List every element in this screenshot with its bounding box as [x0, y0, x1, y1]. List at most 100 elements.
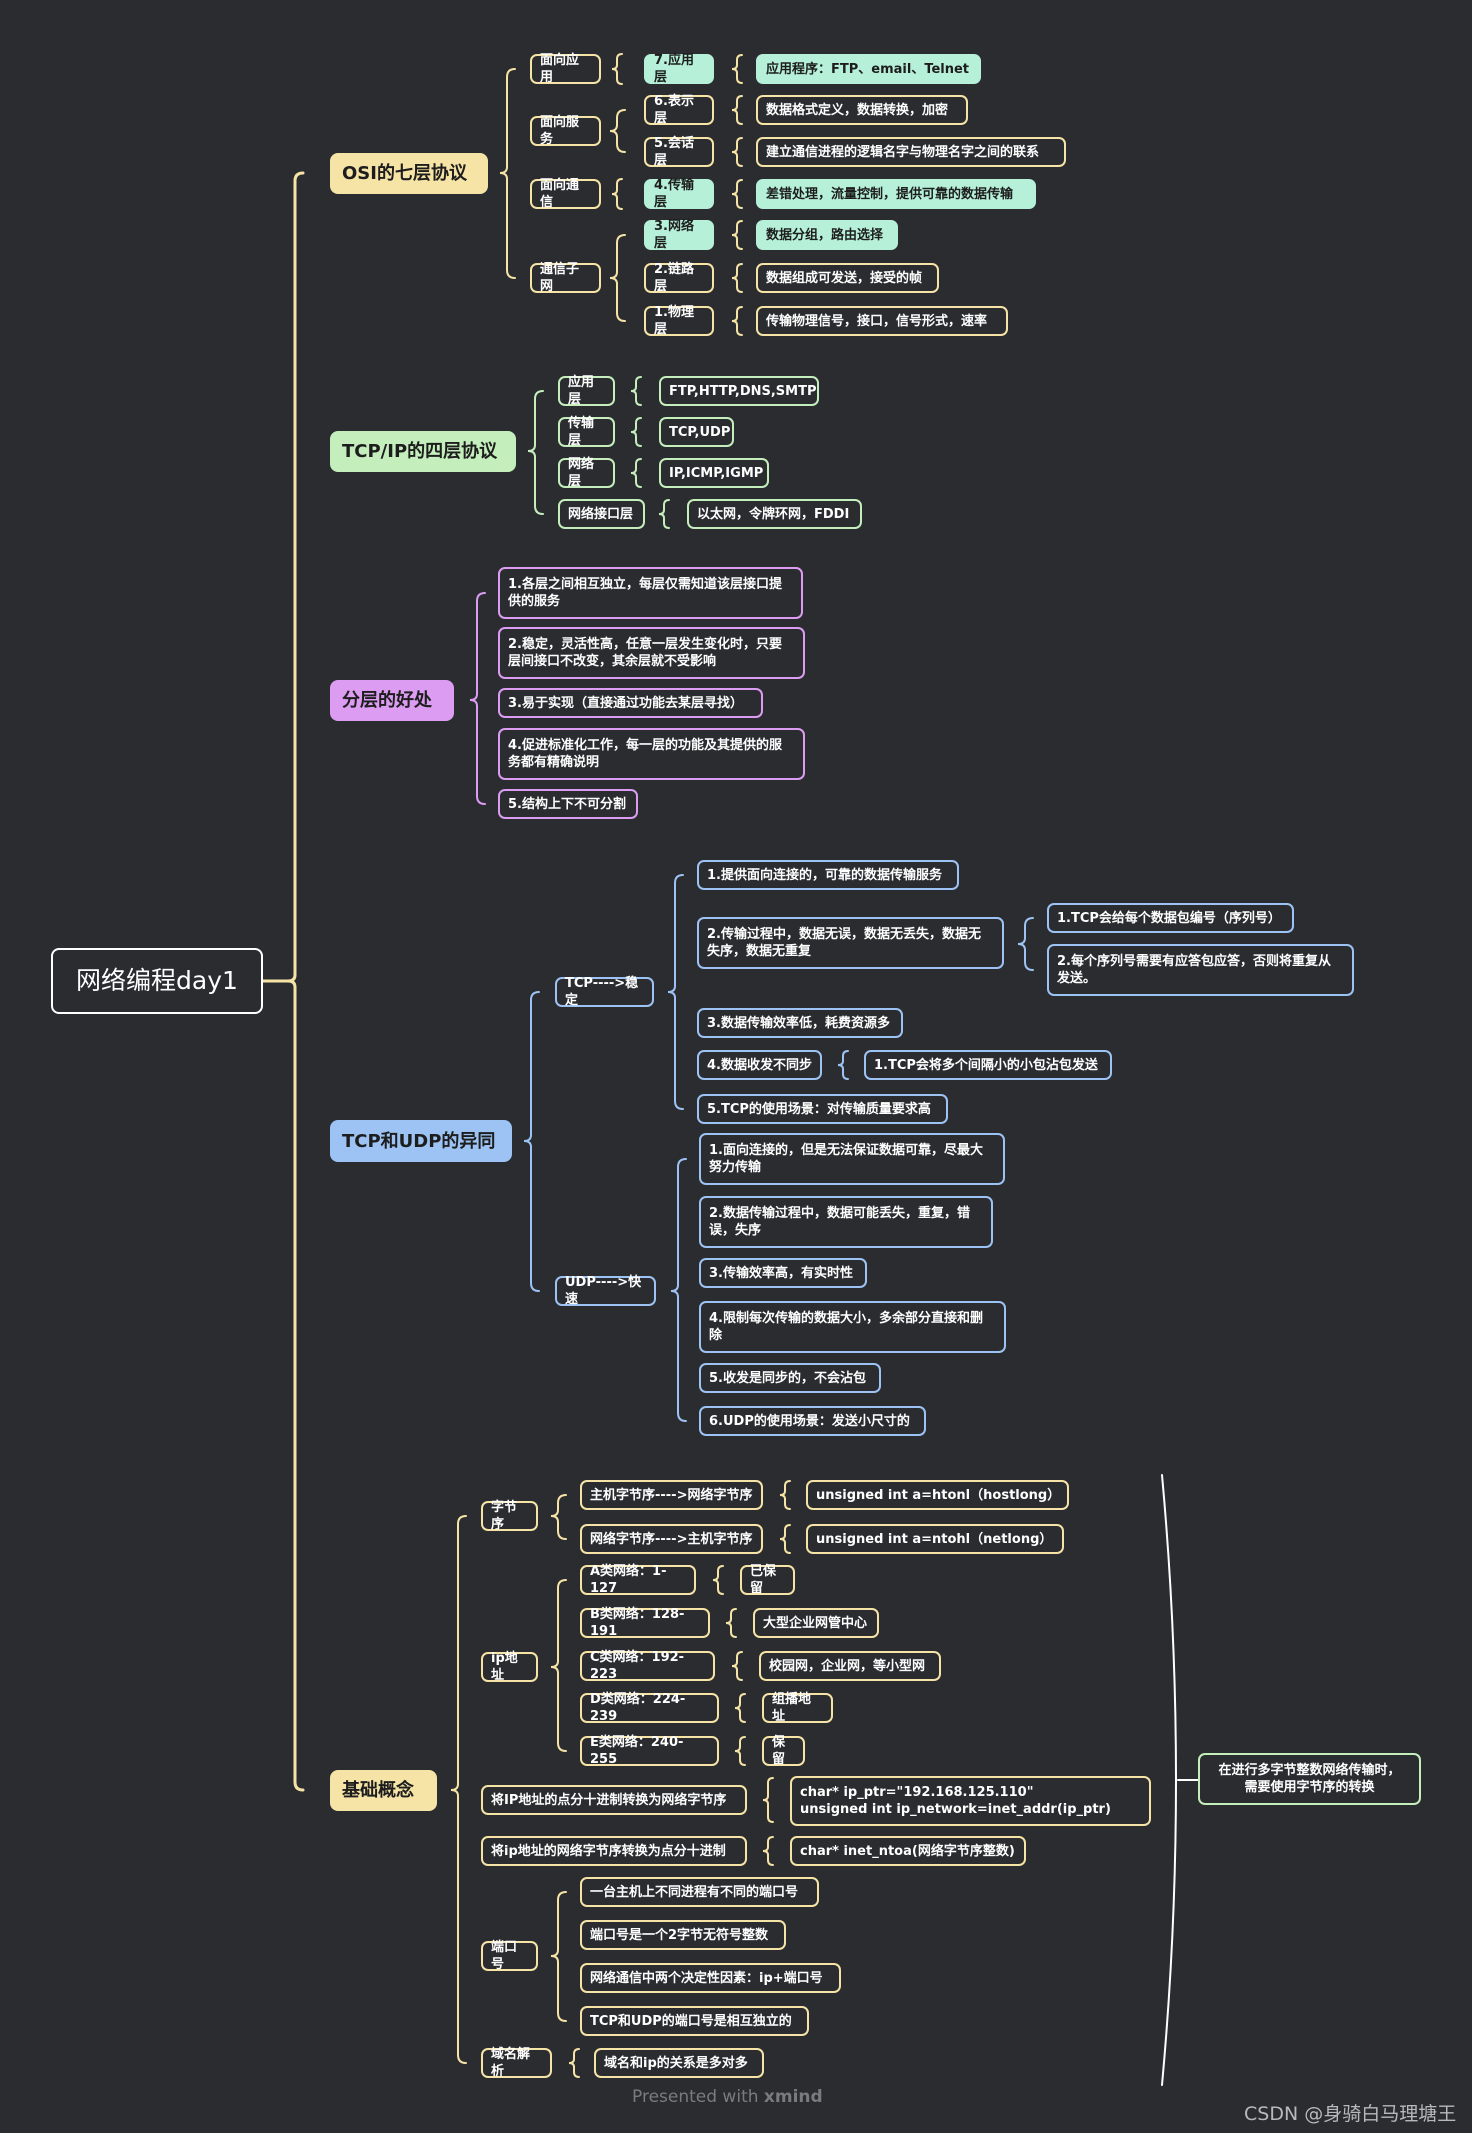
- ip-class-e[interactable]: E类网络：240-255: [580, 1735, 719, 1767]
- osi-desc-5[interactable]: 建立通信进程的逻辑名字与物理名字之间的联系: [756, 137, 1066, 167]
- osi-layer-5[interactable]: 5.会话层: [644, 136, 714, 168]
- network-to-ip-node[interactable]: 将ip地址的网络字节序转换为点分十进制: [481, 1836, 747, 1866]
- brace: [837, 1050, 849, 1080]
- osi-layer-2[interactable]: 2.链路层: [644, 262, 714, 294]
- topic-tcpip[interactable]: TCP/IP的四层协议: [330, 431, 516, 472]
- benefit-item-1[interactable]: 1.各层之间相互独立，每层仅需知道该层接口提 供的服务: [498, 567, 803, 619]
- osi-desc-3[interactable]: 数据分组，路由选择: [756, 220, 898, 250]
- topic-benefits[interactable]: 分层的好处: [330, 680, 454, 721]
- tcp-item-5[interactable]: 5.TCP的使用场景：对传输质量要求高: [697, 1094, 948, 1124]
- osi-layer-7[interactable]: 7.应用层: [644, 53, 714, 85]
- byteorder-h2n[interactable]: 主机字节序---->网络字节序: [580, 1480, 763, 1510]
- osi-layer-3[interactable]: 3.网络层: [644, 219, 714, 251]
- ip-class-a-use[interactable]: 已保留: [740, 1564, 795, 1596]
- tcpip-desc-network[interactable]: IP,ICMP,IGMP: [659, 458, 769, 488]
- benefit-item-4[interactable]: 4.促进标准化工作，每一层的功能及其提供的服 务都有精确说明: [498, 728, 805, 780]
- byteorder-n2h[interactable]: 网络字节序---->主机字节序: [580, 1524, 763, 1554]
- ip-to-network-code[interactable]: char* ip_ptr="192.168.125.110" unsigned …: [790, 1776, 1151, 1826]
- benefit-item-3[interactable]: 3.易于实现（直接通过功能去某层寻找）: [498, 688, 763, 718]
- osi-layer-6[interactable]: 6.表示层: [644, 94, 714, 126]
- brace: [523, 991, 540, 1292]
- benefit-item-5[interactable]: 5.结构上下不可分割: [498, 789, 638, 819]
- osi-layer-4[interactable]: 4.传输层: [644, 178, 714, 210]
- footer-watermark: Presented with xmind: [632, 2087, 823, 2107]
- brace: [731, 306, 743, 336]
- osi-group-app[interactable]: 面向应用: [530, 53, 601, 85]
- tcpip-layer-network[interactable]: 网络层: [558, 457, 615, 489]
- ip-class-c-use[interactable]: 校园网，企业网，等小型网: [759, 1651, 941, 1681]
- tcp-sub-2-1[interactable]: 1.TCP会给每个数据包编号（序列号）: [1047, 903, 1294, 933]
- topic-osi[interactable]: OSI的七层协议: [330, 153, 488, 194]
- ip-class-a[interactable]: A类网络：1-127: [580, 1564, 696, 1596]
- udp-item-3[interactable]: 3.传输效率高，有实时性: [699, 1258, 867, 1288]
- osi-desc-6[interactable]: 数据格式定义，数据转换，加密: [756, 95, 968, 125]
- osi-group-service[interactable]: 面向服务: [530, 115, 601, 147]
- brace: [450, 1515, 467, 2064]
- brace: [725, 1608, 737, 1638]
- brace: [469, 592, 486, 805]
- brace: [1017, 917, 1034, 971]
- ip-class-b-use[interactable]: 大型企业网管中心: [753, 1608, 879, 1638]
- osi-group-subnet[interactable]: 通信子网: [530, 262, 601, 294]
- tcp-node[interactable]: TCP---->稳定: [555, 976, 654, 1008]
- tcp-item-3[interactable]: 3.数据传输效率低，耗费资源多: [697, 1008, 903, 1038]
- ip-class-c[interactable]: C类网络：192-223: [580, 1650, 715, 1682]
- tcpip-layer-interface[interactable]: 网络接口层: [558, 499, 645, 529]
- brace: [527, 390, 544, 515]
- brace: [550, 1494, 567, 1540]
- port-item-1[interactable]: 一台主机上不同进程有不同的端口号: [580, 1877, 819, 1907]
- ip-node[interactable]: ip地址: [481, 1651, 538, 1683]
- port-node[interactable]: 端口号: [481, 1940, 538, 1972]
- udp-item-1[interactable]: 1.面向连接的，但是无法保证数据可靠，尽最大 努力传输: [699, 1133, 1005, 1185]
- ip-to-network-node[interactable]: 将IP地址的点分十进制转换为网络字节序: [481, 1785, 747, 1815]
- topic-tcp-udp[interactable]: TCP和UDP的异同: [330, 1120, 512, 1162]
- port-item-4[interactable]: TCP和UDP的端口号是相互独立的: [580, 2006, 809, 2036]
- brace: [630, 458, 642, 488]
- udp-node[interactable]: UDP---->快速: [555, 1275, 656, 1307]
- tcpip-desc-interface[interactable]: 以太网，令牌环网，FDDI: [687, 499, 862, 529]
- tcp-sub-2-2[interactable]: 2.每个序列号需要有应答包应答，否则将重复从 发送。: [1047, 944, 1354, 996]
- byteorder-h2n-code[interactable]: unsigned int a=htonl（hostlong）: [806, 1480, 1069, 1510]
- ip-class-d-use[interactable]: 组播地址: [762, 1692, 833, 1724]
- footer-prefix: Presented with: [632, 2087, 764, 2107]
- osi-group-comm[interactable]: 面向通信: [530, 178, 601, 210]
- tcp-item-4[interactable]: 4.数据收发不同步: [697, 1050, 822, 1080]
- summary-note[interactable]: 在进行多字节整数网络传输时， 需要使用字节序的转换: [1198, 1753, 1421, 1805]
- brace: [731, 220, 743, 250]
- udp-item-2[interactable]: 2.数据传输过程中，数据可能丢失，重复，错 误，失序: [699, 1196, 993, 1248]
- tcp-sub-4-1[interactable]: 1.TCP会将多个间隔小的小包沾包发送: [864, 1050, 1112, 1080]
- dns-item[interactable]: 域名和ip的关系是多对多: [594, 2048, 764, 2078]
- osi-desc-2[interactable]: 数据组成可发送，接受的帧: [756, 263, 939, 293]
- brace: [287, 171, 305, 1792]
- port-item-3[interactable]: 网络通信中两个决定性因素：ip+端口号: [580, 1963, 841, 1993]
- ip-class-e-use[interactable]: 保留: [762, 1735, 805, 1767]
- udp-item-4[interactable]: 4.限制每次传输的数据大小，多余部分直接和删 除: [699, 1301, 1006, 1353]
- tcp-item-2[interactable]: 2.传输过程中，数据无误，数据无丢失，数据无 失序，数据无重复: [697, 917, 1004, 969]
- ip-class-b[interactable]: B类网络：128-191: [580, 1607, 710, 1639]
- osi-desc-4[interactable]: 差错处理，流量控制，提供可靠的数据传输: [756, 179, 1036, 209]
- udp-item-6[interactable]: 6.UDP的使用场景：发送小尺寸的: [699, 1406, 926, 1436]
- dns-node[interactable]: 域名解析: [481, 2047, 552, 2079]
- network-to-ip-code[interactable]: char* inet_ntoa(网络字节序整数): [790, 1836, 1026, 1866]
- brace: [658, 499, 670, 529]
- benefit-item-2[interactable]: 2.稳定，灵活性高，任意一层发生变化时，只要 层间接口不改变，其余层就不受影响: [498, 627, 805, 679]
- brace: [731, 179, 743, 209]
- topic-basics[interactable]: 基础概念: [330, 1770, 437, 1811]
- osi-desc-7[interactable]: 应用程序：FTP、email、Telnet: [756, 54, 981, 84]
- port-item-2[interactable]: 端口号是一个2字节无符号整数: [580, 1920, 786, 1950]
- tcpip-layer-app[interactable]: 应用层: [558, 375, 615, 407]
- tcpip-desc-transport[interactable]: TCP,UDP: [659, 417, 734, 447]
- osi-desc-1[interactable]: 传输物理信号，接口，信号形式，速率: [756, 306, 1008, 336]
- udp-item-5[interactable]: 5.收发是同步的，不会沾包: [699, 1363, 881, 1393]
- byteorder-n2h-code[interactable]: unsigned int a=ntohl（netlong）: [806, 1524, 1064, 1554]
- brace: [712, 1565, 724, 1595]
- tcp-item-1[interactable]: 1.提供面向连接的，可靠的数据传输服务: [697, 860, 959, 890]
- tcpip-layer-transport[interactable]: 传输层: [558, 416, 615, 448]
- tcpip-desc-app[interactable]: FTP,HTTP,DNS,SMTP: [659, 376, 819, 406]
- osi-layer-1[interactable]: 1.物理层: [644, 305, 714, 337]
- byteorder-node[interactable]: 字节序: [481, 1500, 538, 1532]
- ip-class-d[interactable]: D类网络：224-239: [580, 1692, 719, 1724]
- root-topic[interactable]: 网络编程day1: [51, 948, 263, 1014]
